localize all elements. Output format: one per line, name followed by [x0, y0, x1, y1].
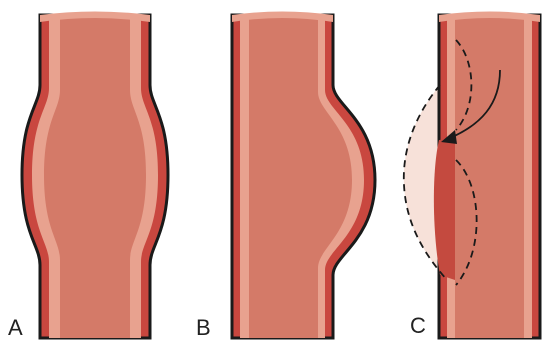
vessel-lumen — [249, 15, 352, 338]
panel-label-c: C — [410, 313, 426, 338]
panel-a-fusiform-vessel — [22, 12, 168, 339]
panel-b-saccular-vessel — [232, 12, 375, 339]
vessel-lumen — [455, 15, 524, 338]
panel-label-b: B — [196, 315, 211, 340]
panel-c-dissecting-vessel — [404, 12, 540, 339]
panel-label-a: A — [8, 315, 23, 340]
